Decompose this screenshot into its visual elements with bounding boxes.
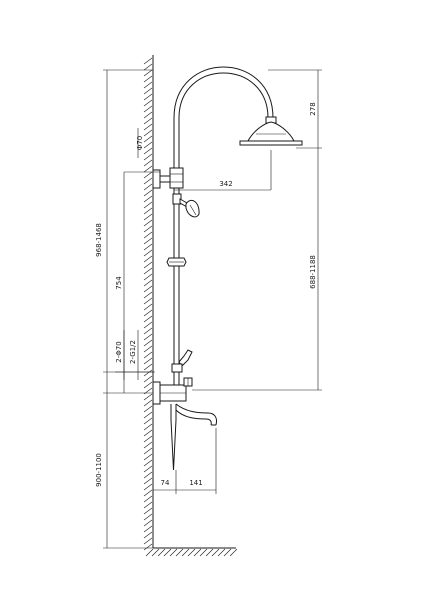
dimension-labels: 968-1468 754 Φ70 2-Φ70 2-G1/2 342 278 68… [95, 102, 317, 487]
top-wall-bracket [152, 167, 184, 189]
dim-outlet-thread: 2-G1/2 [129, 340, 137, 364]
dim-mixer-height: 900-1100 [95, 453, 103, 487]
dim-outlet-pipe-diameter: 2-Φ70 [115, 341, 123, 362]
wall [143, 55, 154, 551]
riser-pipe [173, 118, 180, 385]
floor [145, 547, 238, 557]
wall-rosette [152, 169, 161, 189]
diverter-lever [171, 349, 193, 373]
overhead-arm [173, 66, 274, 119]
bath-spout [175, 403, 217, 426]
mixer-wall-plate [152, 381, 161, 405]
dim-head-drop: 688-1188 [309, 255, 317, 289]
floor-hatching [145, 548, 238, 557]
riser-coupling [166, 257, 187, 267]
dim-height-to-outlet: 754 [115, 276, 123, 290]
lower-supply-pipe [170, 404, 177, 471]
thermostatic-mixer [152, 377, 193, 405]
dim-head-height: 278 [309, 102, 317, 115]
overhead-shower-head [239, 116, 303, 146]
dim-total-height: 968-1468 [95, 223, 103, 257]
dimension-lines [103, 69, 322, 549]
bracket-collar [169, 167, 184, 189]
dim-fixing-diameter: Φ70 [136, 136, 144, 150]
dim-spout-wall-offset: 74 [161, 479, 170, 487]
wall-hatching [143, 57, 153, 551]
dim-overhead-reach: 342 [219, 180, 232, 188]
dim-spout-reach: 141 [189, 479, 202, 487]
hand-shower [172, 193, 200, 252]
